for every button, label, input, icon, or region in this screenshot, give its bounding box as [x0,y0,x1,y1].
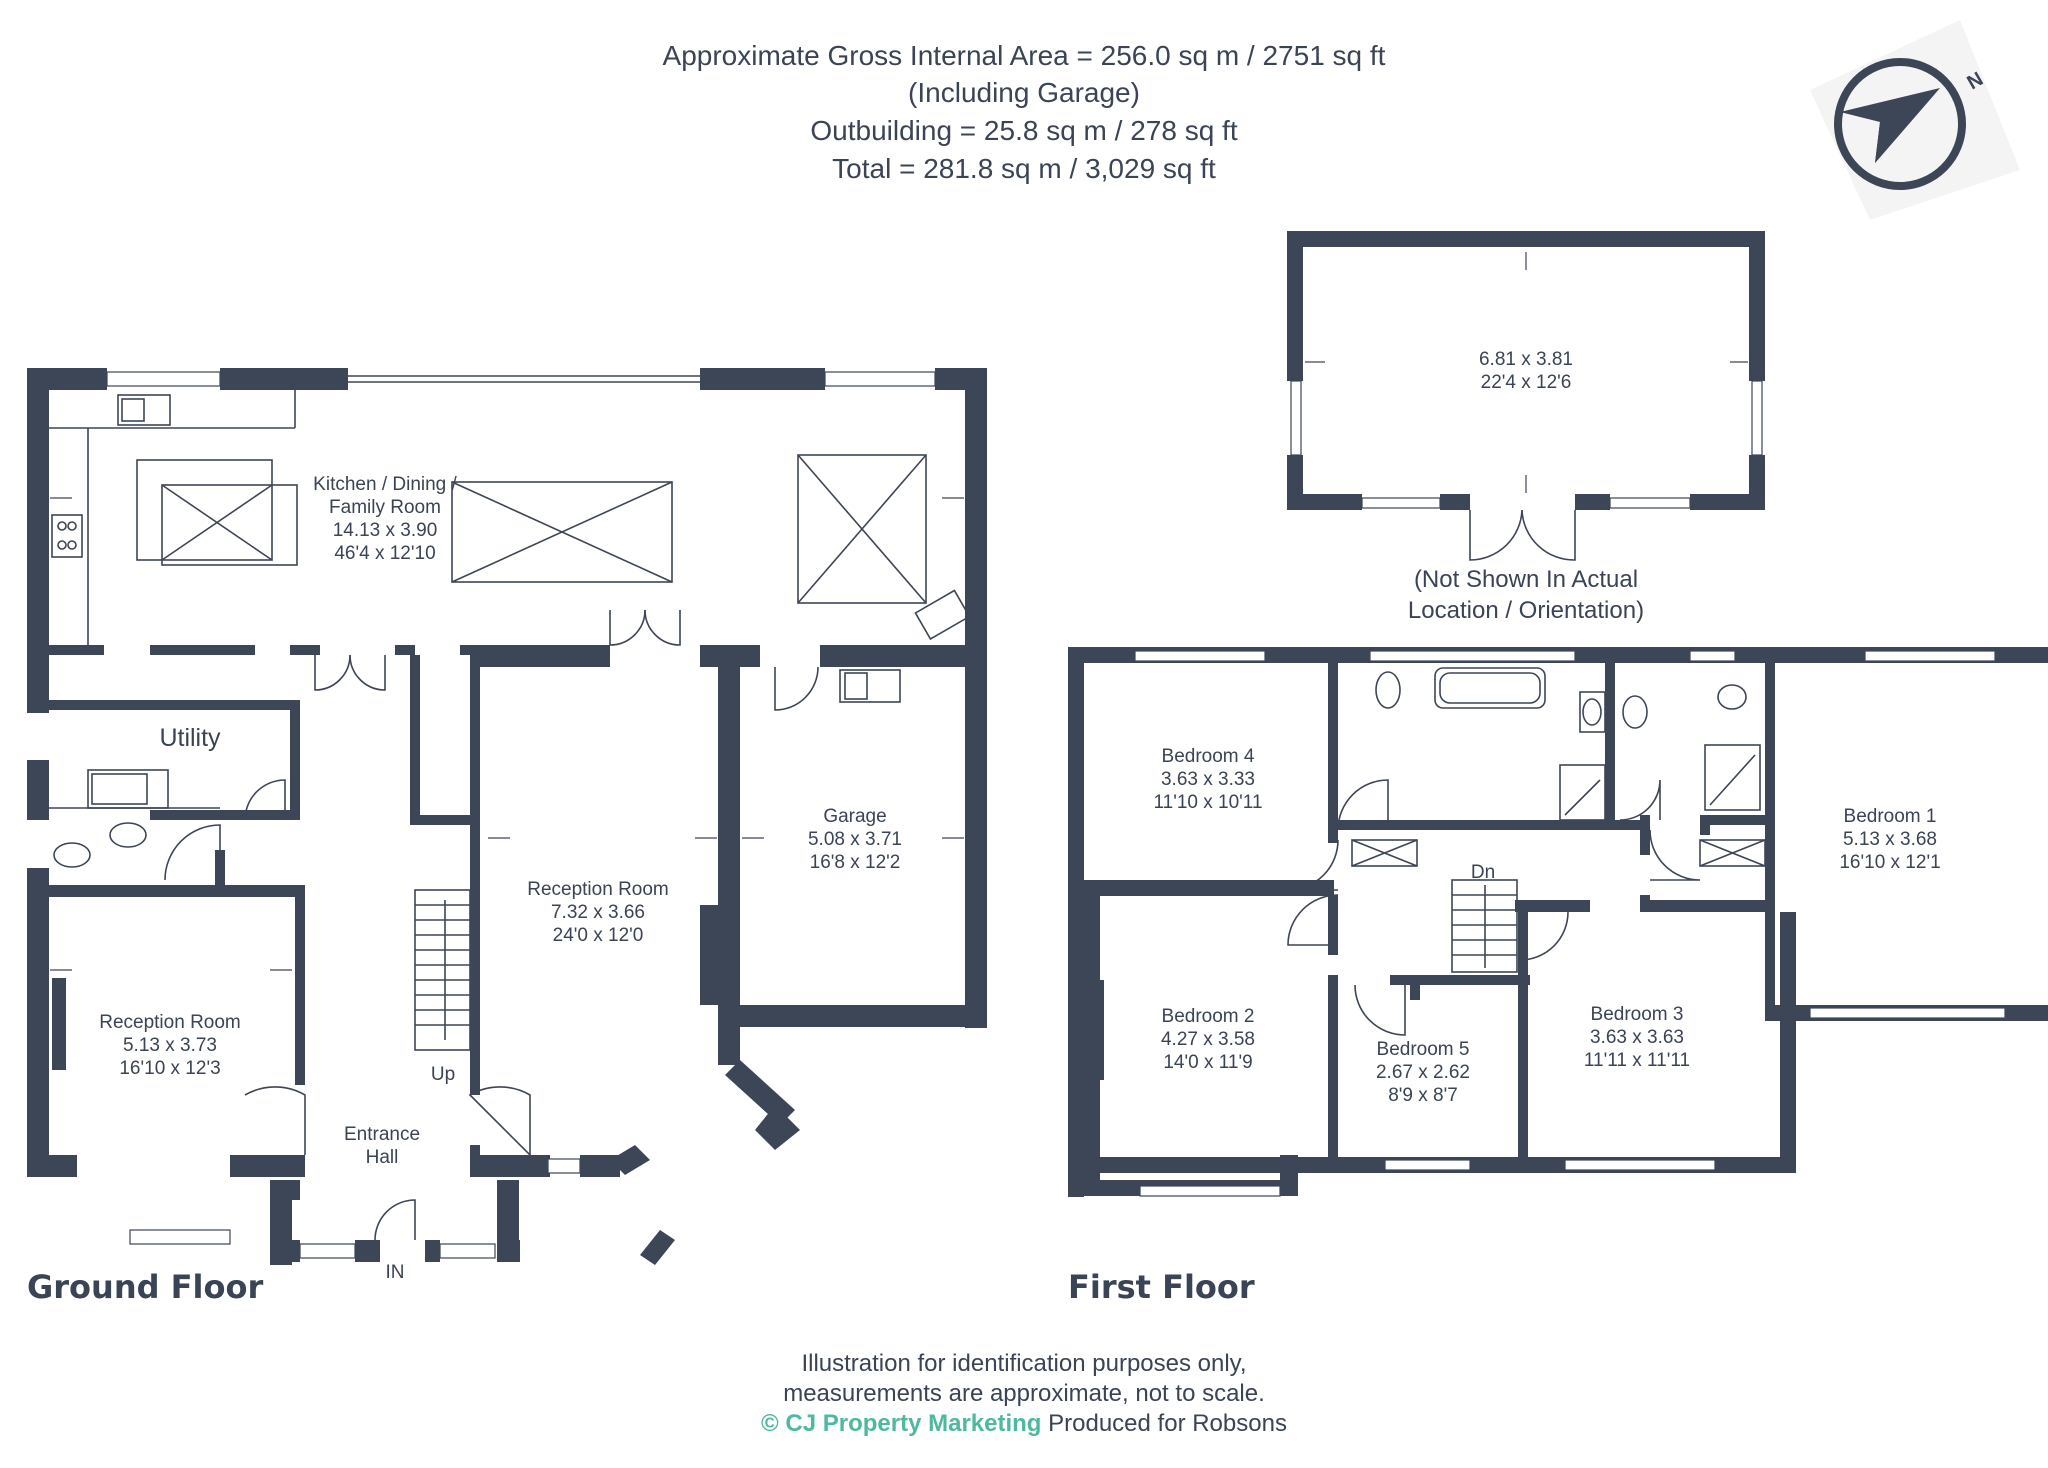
bedroom2-name: Bedroom 2 [1162,1006,1255,1027]
first-floor-walls [1068,647,2048,1197]
ground-floor-walls [27,368,987,1265]
bedroom3-imperial: 11'11 x 11'11 [1584,1050,1690,1071]
outbuilding-note-line2: Location / Orientation) [1408,597,1644,624]
footer-disclaimer-line1: Illustration for identification purposes… [801,1350,1247,1377]
bedroom4-metric: 3.63 x 3.33 [1161,769,1255,790]
bedroom1-imperial: 16'10 x 12'1 [1839,852,1940,873]
footer-disclaimer-line2: measurements are approximate, not to sca… [783,1380,1265,1407]
bedroom5-metric: 2.67 x 2.62 [1376,1062,1470,1083]
bedroom4-imperial: 11'10 x 10'11 [1153,792,1262,813]
dimension-arrows [50,252,1748,971]
total-area-line: Total = 281.8 sq m / 3,029 sq ft [832,153,1216,184]
outbuilding-note-line1: (Not Shown In Actual [1414,566,1638,593]
outbuilding-area-line: Outbuilding = 25.8 sq m / 278 sq ft [810,115,1238,146]
reception-left-name: Reception Room [99,1012,241,1033]
first-floor-details [1134,650,2006,1197]
hall-name-line1: Entrance [344,1124,420,1145]
kitchen-imperial: 46'4 x 12'10 [334,543,435,564]
produced-for: Produced for Robsons [1048,1410,1287,1437]
bedroom3-metric: 3.63 x 3.63 [1590,1027,1684,1048]
kitchen-name-line2: Family Room [329,497,441,518]
bedroom3-name: Bedroom 3 [1591,1004,1684,1025]
bedroom5-name: Bedroom 5 [1377,1039,1470,1060]
reception-left-imperial: 16'10 x 12'3 [119,1058,220,1079]
compass-icon: N [1810,20,2020,220]
outbuilding-imperial: 22'4 x 12'6 [1481,372,1572,393]
gross-area-line: Approximate Gross Internal Area = 256.0 … [662,40,1386,71]
reception-right-metric: 7.32 x 3.66 [551,902,645,923]
brand-credit: © CJ Property Marketing [761,1410,1042,1437]
kitchen-name-line1: Kitchen / Dining / [313,474,457,495]
reception-left-metric: 5.13 x 3.73 [123,1035,217,1056]
garage-imperial: 16'8 x 12'2 [810,852,901,873]
outbuilding-metric: 6.81 x 3.81 [1479,349,1573,370]
bedroom1-name: Bedroom 1 [1844,806,1937,827]
garage-name: Garage [823,806,886,827]
first-stairs-label: Dn [1471,862,1495,883]
ground-floor-title: Ground Floor [27,1268,264,1306]
ground-stairs-label: Up [431,1064,455,1085]
first-floor-title: First Floor [1068,1268,1255,1306]
reception-right-name: Reception Room [527,879,669,900]
footer-credit: © CJ Property Marketing Produced for Rob… [0,1410,2048,1438]
bedroom5-imperial: 8'9 x 8'7 [1388,1085,1458,1106]
outbuilding-walls [1287,231,1765,561]
bedroom2-imperial: 14'0 x 11'9 [1163,1052,1252,1073]
reception-right-imperial: 24'0 x 12'0 [553,925,644,946]
hall-name-line2: Hall [366,1147,399,1168]
including-garage-line: (Including Garage) [908,77,1140,108]
kitchen-metric: 14.13 x 3.90 [333,520,438,541]
bedroom1-metric: 5.13 x 3.68 [1843,829,1937,850]
garage-metric: 5.08 x 3.71 [808,829,902,850]
bedroom4-name: Bedroom 4 [1162,746,1255,767]
ground-floor-details [49,371,971,1259]
entry-label: IN [386,1262,405,1283]
bedroom2-metric: 4.27 x 3.58 [1161,1029,1255,1050]
utility-name: Utility [159,724,221,752]
